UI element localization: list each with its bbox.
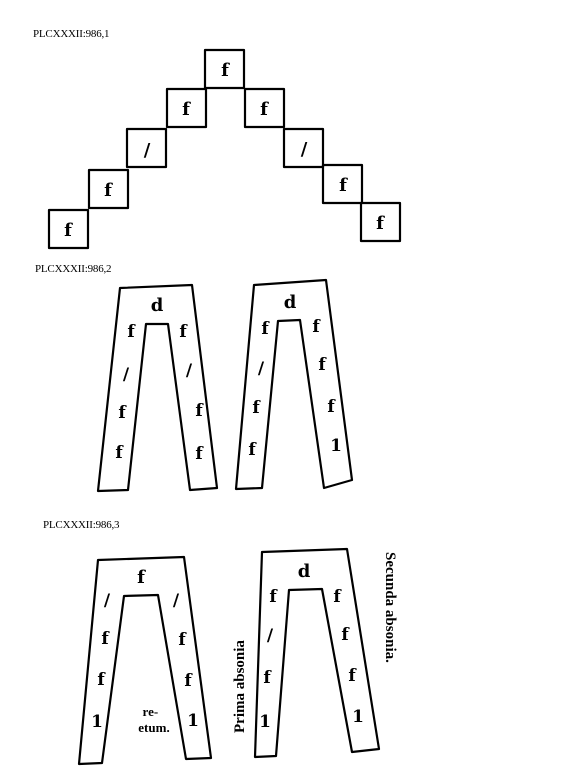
figure-2-label: PLCXXXII:986,2 (35, 263, 112, 275)
svg-text:/: / (123, 365, 130, 385)
stair-symbol: f (339, 175, 348, 196)
svg-text:f: f (269, 587, 278, 607)
stair-symbol: f (104, 180, 113, 201)
svg-text:f: f (248, 440, 257, 460)
svg-text:f: f (195, 444, 204, 464)
svg-text:f: f (118, 403, 127, 423)
retum-note: re- etum. (138, 704, 169, 735)
figure-1-staircase: f f f / / f f f f (47, 48, 402, 250)
svg-text:f: f (263, 668, 272, 688)
stair-box-left-2 (165, 87, 208, 129)
svg-text:f: f (178, 630, 187, 650)
svg-text:f: f (115, 443, 124, 463)
svg-text:1: 1 (91, 712, 103, 732)
figure-1-label: PLCXXXII:986,1 (33, 28, 110, 40)
figure-3-right-shape: d f / f 1 f f f 1 (253, 547, 381, 759)
svg-text:1: 1 (330, 436, 342, 456)
prima-absonia-label: Prima absonia (232, 640, 248, 733)
svg-text:/: / (258, 359, 265, 379)
figure-2-left-shape: d f / f f f / f f (96, 283, 219, 493)
svg-text:1: 1 (187, 711, 199, 731)
svg-text:f: f (179, 322, 188, 342)
svg-text:/: / (173, 591, 180, 611)
svg-text:f: f (348, 666, 357, 686)
svg-text:f: f (97, 670, 106, 690)
stair-symbol: / (144, 140, 151, 161)
svg-text:f: f (101, 629, 110, 649)
figure-3-left-shape: f / f f 1 / f f 1 re- etum. (77, 555, 213, 766)
shape-symbol: d (151, 295, 164, 316)
figure-3-label: PLCXXXII:986,3 (43, 519, 120, 531)
secunda-absonia-label: Secunda absonia. (382, 552, 398, 663)
stair-symbol: f (376, 213, 385, 234)
stair-box-right-4 (321, 163, 364, 205)
svg-text:/: / (104, 591, 111, 611)
svg-text:d: d (284, 292, 297, 313)
stair-symbol: f (182, 99, 191, 120)
svg-text:1: 1 (352, 707, 364, 727)
svg-text:f: f (184, 671, 193, 691)
svg-text:f: f (318, 355, 327, 375)
stair-symbol: f (221, 60, 230, 81)
stair-box-left-3 (125, 127, 168, 169)
stair-box-left-4 (87, 168, 130, 210)
svg-text:f: f (252, 398, 261, 418)
svg-text:f: f (137, 567, 146, 588)
stair-symbol: f (64, 220, 73, 241)
figure-2-right-shape: d f / f f f f f 1 (234, 278, 354, 491)
stair-box-right-3 (282, 127, 325, 169)
stair-box-right-5 (359, 201, 402, 243)
svg-text:1: 1 (259, 712, 271, 732)
stair-box-top (203, 48, 246, 90)
svg-text:/: / (267, 626, 274, 646)
svg-text:/: / (186, 361, 193, 381)
svg-text:f: f (341, 625, 350, 645)
stair-symbol: f (260, 99, 269, 120)
svg-text:f: f (195, 401, 204, 421)
svg-text:f: f (327, 397, 336, 417)
svg-text:f: f (333, 587, 342, 607)
stair-symbol: / (301, 139, 308, 160)
stair-box-left-5 (47, 208, 90, 250)
stair-box-right-2 (243, 87, 286, 129)
svg-text:f: f (127, 322, 136, 342)
svg-text:f: f (261, 319, 270, 339)
svg-text:d: d (298, 561, 311, 582)
svg-text:f: f (312, 317, 321, 337)
